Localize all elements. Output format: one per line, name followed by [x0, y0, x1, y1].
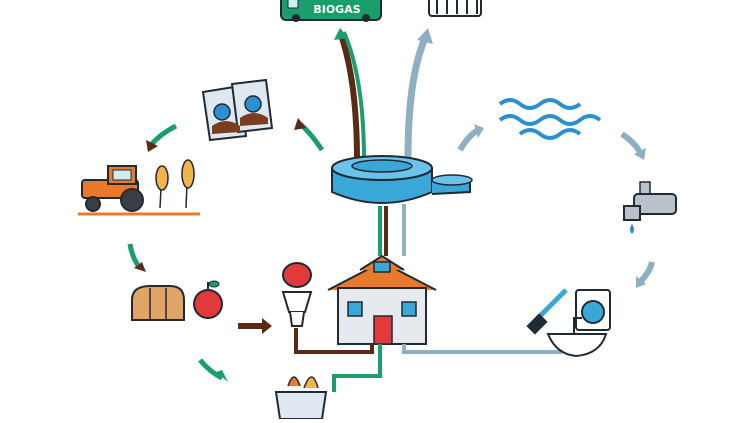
tractor-icon — [78, 165, 200, 216]
tank-house-pipes — [378, 204, 406, 256]
arrow-tap-to-sink — [637, 261, 655, 285]
washing-machine-icon — [575, 289, 611, 331]
arrow-tank-to-waves — [457, 127, 480, 152]
arrow-bags-to-field — [148, 123, 178, 148]
tap-icon — [623, 181, 677, 234]
fertilizer-bags-icon — [201, 78, 274, 142]
wheat-icon — [155, 159, 195, 209]
biogas-tank-icon — [331, 155, 473, 204]
bus-label: BIOGAS — [313, 3, 360, 16]
waves-icon — [498, 98, 602, 140]
radiator-icon — [428, 0, 482, 17]
arrow-field-to-food — [127, 243, 142, 270]
brush-icon — [526, 288, 568, 335]
food-waste-bin-icon — [274, 376, 328, 420]
sink-icon — [546, 317, 608, 358]
arrow-food-to-bin — [198, 358, 224, 381]
house-icon — [327, 254, 437, 345]
toilet-icon — [281, 262, 313, 327]
biogas-bus-icon: BIOGAS — [280, 0, 382, 22]
bread-icon — [131, 285, 185, 321]
biogas-output-pipes — [334, 28, 433, 161]
apple-icon — [193, 280, 223, 319]
arrow-waves-to-tap — [620, 131, 643, 154]
drain-pipes — [294, 328, 562, 392]
